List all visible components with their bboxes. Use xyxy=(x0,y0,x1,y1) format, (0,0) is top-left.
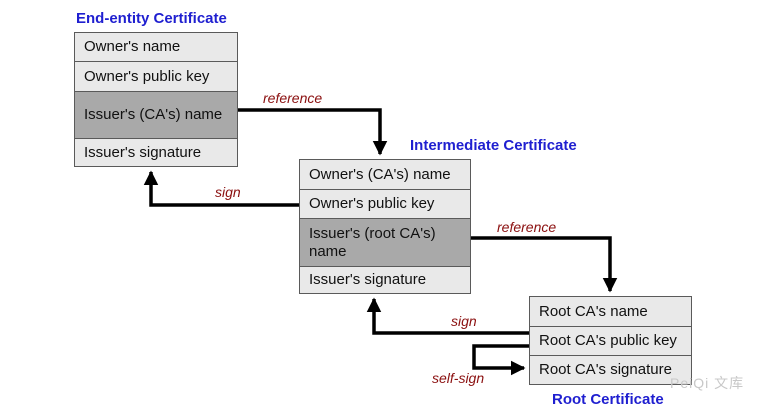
sign-label-2: sign xyxy=(451,313,477,329)
root-ca-signature: Root CA's signature xyxy=(539,361,672,378)
end-entity-owner-name: Owner's name xyxy=(75,33,237,62)
end-entity-issuer-name: Issuer's (CA's) name xyxy=(75,92,237,139)
end-entity-owner-public-key: Owner's public key xyxy=(75,62,237,92)
intermediate-owner-name: Owner's (CA's) name xyxy=(300,160,470,190)
intermediate-owner-public-key: Owner's public key xyxy=(300,190,470,219)
self-sign-label: self-sign xyxy=(432,370,485,386)
root-certificate: Root CA's name Root CA's public key Root… xyxy=(529,296,692,385)
intermediate-certificate: Owner's (CA's) name Owner's public key I… xyxy=(299,159,471,294)
self-sign-arrow xyxy=(472,344,529,376)
intermediate-issuer-name: Issuer's (root CA's) name xyxy=(300,219,470,267)
root-ca-public-key: Root CA's public key xyxy=(530,327,691,356)
intermediate-title: Intermediate Certificate xyxy=(410,137,577,154)
end-entity-issuer-signature: Issuer's signature xyxy=(84,143,202,161)
end-entity-certificate: Owner's name Owner's public key Issuer's… xyxy=(74,32,238,167)
sign-arrow-1 xyxy=(143,170,299,207)
intermediate-issuer-signature: Issuer's signature xyxy=(309,271,427,288)
sign-label-1: sign xyxy=(215,184,241,200)
reference-label-2: reference xyxy=(497,219,557,235)
reference-arrow-2 xyxy=(471,236,618,293)
root-title: Root Certificate xyxy=(552,391,664,408)
reference-arrow-1 xyxy=(238,108,388,156)
root-ca-name: Root CA's name xyxy=(530,297,691,327)
end-entity-title: End-entity Certificate xyxy=(76,10,227,27)
reference-label-1: reference xyxy=(263,90,323,106)
sign-arrow-2 xyxy=(366,297,529,335)
watermark: PeiQi 文库 xyxy=(670,375,745,391)
